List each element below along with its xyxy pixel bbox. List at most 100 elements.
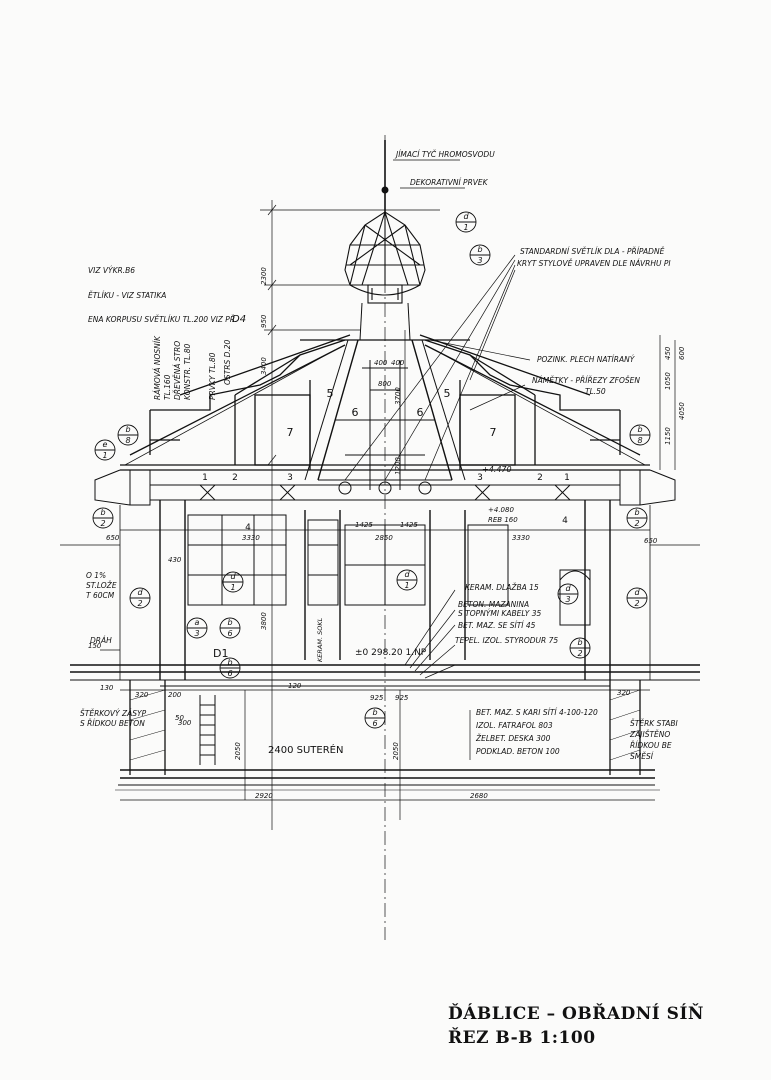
dim-4050: 4050 (678, 402, 686, 420)
dim-650r: 650 (644, 537, 658, 545)
dim-4080: +4.080 (488, 506, 514, 514)
dimension-lines (60, 200, 700, 830)
basement-layer-3: ŽELBET. DESKA 300 (475, 734, 551, 743)
dim-1425b: 1425 (400, 521, 418, 529)
level-suteren: 2400 SUTERÉN (268, 743, 343, 756)
num-7-right: 7 (490, 426, 497, 439)
marker-b6-b: b (227, 658, 232, 667)
dim-3800: 3800 (260, 612, 268, 630)
dim-1200: 1200 (394, 457, 402, 475)
floor-layer-3: S TOPNÝMI KABELY 35 (458, 609, 542, 618)
basement-layer-2: IZOL. FATRAFOL 803 (476, 721, 553, 730)
marker-d2-right: d (634, 588, 640, 597)
floor-layer-1: KERAM. DLAŽBA 15 (465, 583, 539, 592)
dim-600: 600 (678, 346, 686, 360)
floor-layer-2: BETON. MAZANINA (458, 600, 529, 609)
marker-a3-num: 3 (194, 629, 199, 638)
beam-note-6: OSTRS D.20 (223, 339, 232, 385)
dim-800: 800 (378, 380, 392, 388)
marker-b6-c: b (372, 708, 377, 717)
dim-430: 430 (168, 556, 182, 564)
marker-b2-mid: b (577, 638, 582, 647)
beam-note-2: TL.160 (163, 374, 172, 400)
dim-320b: 320 (617, 689, 631, 697)
basement-ladder (199, 695, 216, 765)
cornice (94, 469, 676, 506)
dim-50: 50 (175, 714, 184, 722)
title-block: ĎÁBLICE – OBŘADNÍ SÍŇ ŘEZ B-B 1:100 (448, 1002, 748, 1050)
marker-d3: d (565, 584, 571, 593)
dim-1425a: 1425 (355, 521, 373, 529)
dim-925b: 925 (395, 694, 409, 702)
dim-2050a: 2050 (234, 742, 242, 760)
level-1np: ±0 298.20 1.NP (355, 648, 427, 658)
section-markers (92, 211, 651, 729)
dim-3700: 3700 (394, 387, 402, 405)
marker-e1-num: 1 (102, 451, 107, 460)
callout-sheet-metal: POZINK. PLECH NATÍRANÝ (537, 355, 636, 364)
right-note-1: ŠTĚRK STABI (630, 719, 679, 728)
dim-2920: 2920 (255, 792, 273, 800)
dim-3330b: 3330 (512, 534, 530, 542)
dim-2300: 2300 (260, 267, 268, 285)
marker-d3-num: 3 (565, 595, 570, 604)
callout-rafters-2: TL.50 (585, 387, 606, 396)
num-1-right: 1 (564, 473, 570, 483)
num-5-left: 5 (327, 387, 334, 400)
windows (187, 514, 591, 626)
num-2-right: 2 (537, 473, 543, 483)
num-3-left: 3 (287, 473, 293, 483)
door-d1: D1 (213, 647, 228, 660)
floor-layer-5: TEPEL. IZOL. STYRODUR 75 (455, 636, 558, 645)
callout-rafters-1: NÁMĚTKY - PŘÍŘEZY ZFOŠEN (532, 376, 640, 385)
marker-b2-mid-num: 2 (577, 649, 582, 658)
drawing-title: ĎÁBLICE – OBŘADNÍ SÍŇ (448, 1004, 704, 1024)
num-7-left: 7 (287, 426, 294, 439)
dim-650l: 650 (106, 534, 120, 542)
left-side-note-4: ST.LOŽE (86, 581, 117, 590)
beam-note-3: DŘEVĚNÁ STRO (173, 341, 182, 400)
marker-d2-right-num: 2 (634, 599, 639, 608)
dim-3330a: 3330 (242, 534, 260, 542)
dim-320a: 320 (135, 691, 149, 699)
marker-b2-right-num: 2 (634, 519, 639, 528)
right-note-4: SMĚSÍ (630, 752, 654, 761)
callout-lightning-rod: JÍMACÍ TYČ HROMOSVODU (394, 150, 495, 159)
dim-160: REB 160 (488, 516, 518, 524)
num-3-right: 3 (477, 473, 483, 483)
marker-d1-num: 1 (463, 223, 468, 232)
marker-b6-a: b (227, 618, 232, 627)
left-side-note-3: O 1% (86, 571, 106, 580)
callout-skylight-2: KRYT STYLOVĚ UPRAVEN DLE NÁVRHU PI (517, 259, 671, 268)
dome-finial (344, 211, 426, 304)
marker-b2-left: b (100, 508, 105, 517)
left-note-4: D4 (232, 314, 246, 325)
beam-note-5: PRVKY TL.80 (208, 352, 217, 400)
marker-d1-right-num: 1 (404, 581, 409, 590)
num-4-right: 4 (562, 516, 568, 526)
beam-note-1: RÁMOVÁ NOSNÍK (153, 335, 162, 400)
marker-b8-right-num: 8 (637, 436, 642, 445)
floor-layer-4: BET. MAZ. SE SÍTÍ 45 (458, 621, 536, 630)
dim-2850: 2850 (375, 534, 393, 542)
left-side-note-1: ŠTĚRKOVÝ ZÁSYP (80, 709, 147, 718)
floor-slab (70, 664, 700, 791)
basement-layer-4: PODKLAD. BETON 100 (476, 747, 560, 756)
wall-hatching (129, 689, 641, 761)
dim-3400: 3400 (260, 357, 268, 375)
marker-d1-mid: d (230, 572, 236, 581)
marker-b8-left: b (125, 425, 130, 434)
num-1-left: 1 (202, 473, 208, 483)
left-side-note-2: S ŘÍDKOU BETON (80, 719, 145, 728)
dim-925a: 925 (370, 694, 384, 702)
skylight-shaft (300, 302, 470, 490)
dim-150: 150 (88, 642, 102, 650)
level-plus: +4.470 (482, 465, 512, 474)
keram-sokl: KERAM. SOKL (316, 617, 324, 662)
dim-400a: 400 (374, 359, 388, 367)
left-note-2: ĚTLÍKU - VIZ STATIKA (88, 291, 166, 300)
marker-d1-mid-num: 1 (230, 583, 235, 592)
dim-1050: 1050 (664, 372, 672, 390)
callout-skylight-1: STANDARDNÍ SVĚTLÍK DLA - PŘÍPADNĚ (520, 247, 665, 256)
